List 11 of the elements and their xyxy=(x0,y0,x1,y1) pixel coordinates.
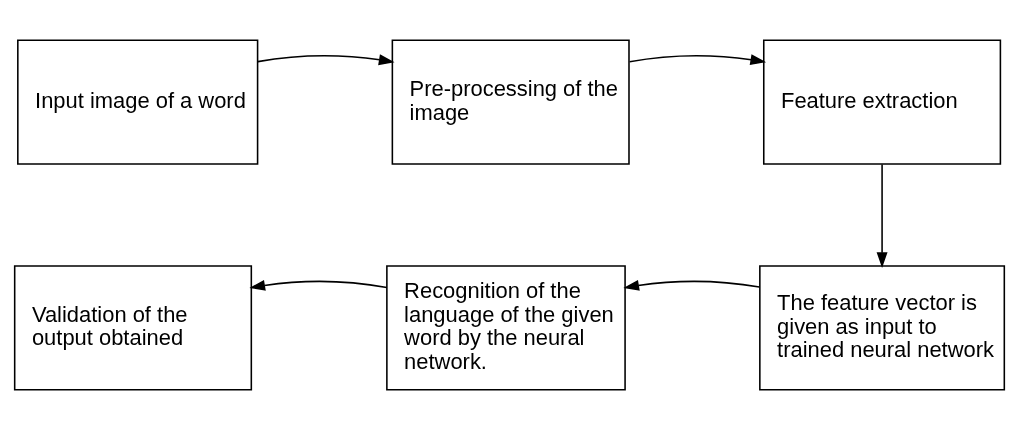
node-box: Input image of a word xyxy=(17,39,259,165)
node-box: Validation of the output obtained xyxy=(13,265,253,391)
node-box: Recognition of the language of the given word by the neural network. xyxy=(386,265,626,391)
arrow xyxy=(257,54,395,66)
arrow xyxy=(628,54,767,66)
arrow xyxy=(876,163,888,268)
node-box: Feature extraction xyxy=(762,39,1002,165)
node-box: Pre-processing of the image xyxy=(391,39,630,165)
arrow xyxy=(623,279,761,291)
arrow xyxy=(249,279,388,291)
node-box: The feature vector is given as input to trained neural network xyxy=(759,265,1006,391)
